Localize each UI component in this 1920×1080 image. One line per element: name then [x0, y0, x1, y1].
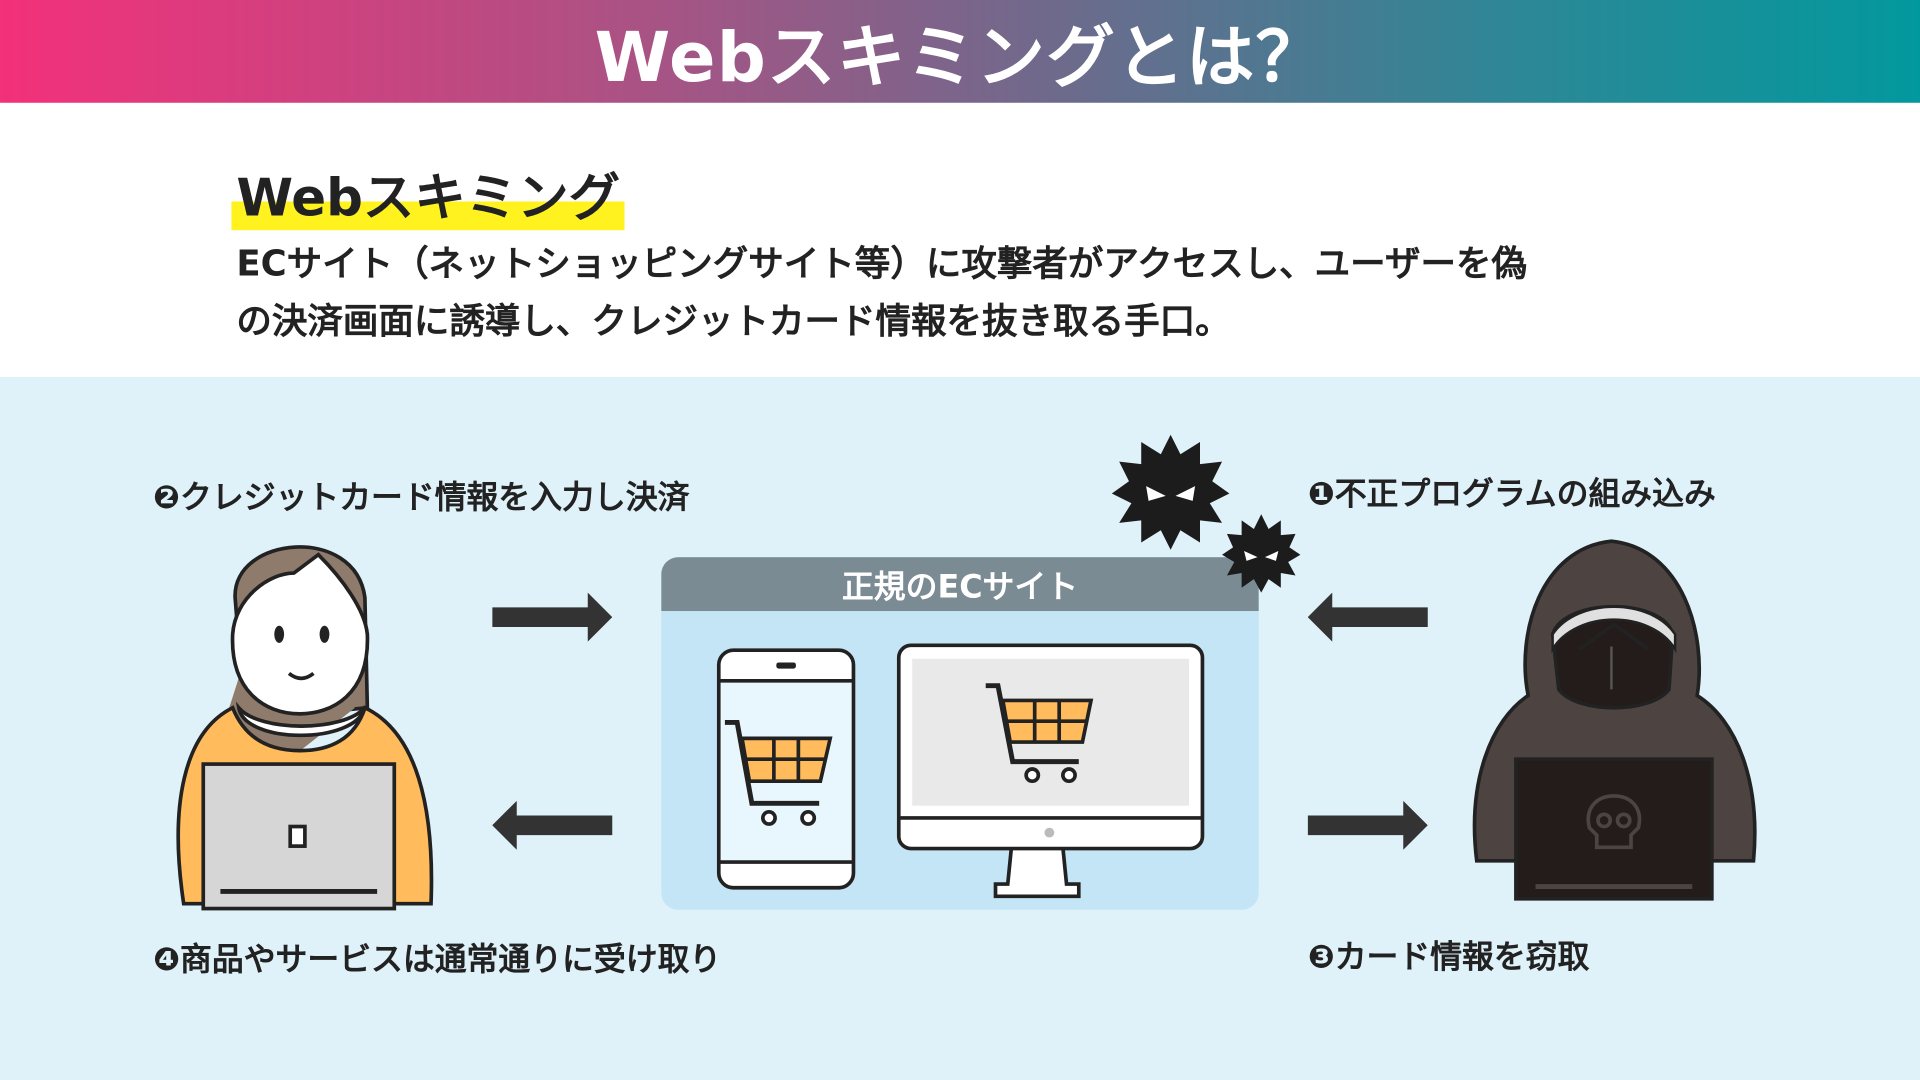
step-3-label: ❸カード情報を窃取	[1307, 939, 1590, 976]
arrow-right-icon	[1307, 800, 1428, 850]
shopping-cart-icon	[985, 683, 1094, 784]
ec-site-title: 正規のECサイト	[661, 557, 1259, 612]
definition-section: Webスキミング ECサイト（ネットショッピングサイト等）に攻撃者がアクセスし、…	[0, 102, 1920, 378]
malware-virus-icon	[1111, 434, 1230, 550]
arrow-left-icon	[492, 800, 613, 850]
page-title: Webスキミングとは？	[594, 17, 1326, 98]
shopping-cart-icon	[724, 720, 833, 826]
term-description: ECサイト（ネットショッピングサイト等）に攻撃者がアクセスし、ユーザーを偽 の決…	[236, 235, 1705, 350]
malware-virus-icon	[1222, 514, 1301, 593]
description-line: の決済画面に誘導し、クレジットカード情報を抜き取る手口。	[236, 300, 1231, 342]
skull-icon	[1586, 794, 1642, 850]
user-woman-illustration	[176, 545, 434, 911]
step-1-label: ❶不正プログラムの組み込み	[1307, 476, 1716, 514]
step-2-label: ❷クレジットカード情報を入力し決済	[153, 480, 690, 517]
arrow-right-icon	[492, 592, 613, 642]
term-heading: Webスキミング	[231, 166, 625, 231]
arrow-left-icon	[1307, 592, 1428, 642]
hacker-illustration	[1472, 539, 1757, 901]
description-line: ECサイト（ネットショッピングサイト等）に攻撃者がアクセスし、ユーザーを偽	[236, 242, 1528, 285]
desktop-monitor-icon	[896, 643, 1205, 899]
smartphone-icon	[716, 648, 856, 890]
flow-diagram: ❷クレジットカード情報を入力し決済 ❶不正プログラムの組み込み ❹商品やサービス…	[0, 377, 1920, 1080]
title-banner: Webスキミングとは？	[0, 0, 1920, 103]
step-4-label: ❹商品やサービスは通常通りに受け取り	[153, 941, 722, 979]
